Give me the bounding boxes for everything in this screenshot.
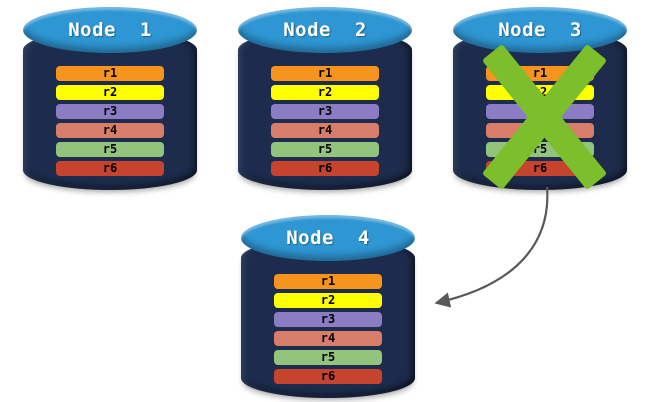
replica-bar-r6: r6: [274, 369, 382, 384]
replica-bar-r1: r1: [56, 66, 164, 81]
cylinder-top: Node 3: [453, 7, 627, 53]
node-2-cylinder: Node 2 r1 r2 r3 r4 r5 r6: [238, 7, 412, 190]
node-1-cylinder: Node 1 r1 r2 r3 r4 r5 r6: [23, 7, 197, 190]
replica-bar-r6: r6: [56, 161, 164, 176]
replica-bar-r2: r2: [274, 293, 382, 308]
replica-bar-r6: r6: [271, 161, 379, 176]
replica-bar-r2: r2: [271, 85, 379, 100]
replica-bar-r5: r5: [274, 350, 382, 365]
node-4-cylinder: Node 4 r1 r2 r3 r4 r5 r6: [241, 215, 415, 398]
node-title: Node 1: [68, 19, 152, 41]
cylinder-top: Node 2: [238, 7, 412, 53]
replica-bar-r2: r2: [56, 85, 164, 100]
replica-bar-r3: r3: [274, 312, 382, 327]
cylinder-top: Node 1: [23, 7, 197, 53]
replica-bar-r3: r3: [56, 104, 164, 119]
replica-rows: r1 r2 r3 r4 r5 r6: [271, 66, 379, 180]
node-title: Node 4: [286, 227, 370, 249]
replica-rows: r1 r2 r3 r4 r5 r6: [56, 66, 164, 180]
replica-bar-r4: r4: [274, 331, 382, 346]
replica-bar-r1: r1: [274, 274, 382, 289]
replica-bar-r5: r5: [56, 142, 164, 157]
cylinder-top: Node 4: [241, 215, 415, 261]
replica-rows: r1 r2 r3 r4 r5 r6: [274, 274, 382, 388]
replica-bar-r4: r4: [56, 123, 164, 138]
node-title: Node 2: [283, 19, 367, 41]
replica-bar-r3: r3: [271, 104, 379, 119]
replica-bar-r5: r5: [271, 142, 379, 157]
failure-x-icon: [453, 7, 627, 191]
replica-bar-r1: r1: [271, 66, 379, 81]
node-title: Node 3: [498, 19, 582, 41]
replica-bar-r4: r4: [271, 123, 379, 138]
